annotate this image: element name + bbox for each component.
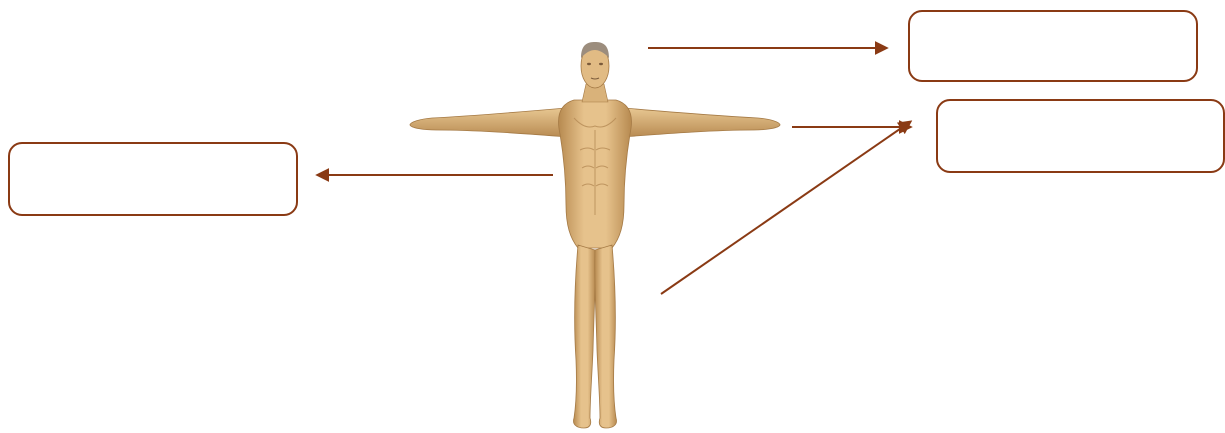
head-label-box[interactable] [908,10,1198,82]
limbs-label-box[interactable] [936,99,1225,173]
right-arm [622,108,780,137]
human-figure [410,42,780,428]
trunk-label-box[interactable] [8,142,298,216]
left-arm [410,108,568,137]
left-leg [573,245,595,428]
right-leg [595,245,617,428]
arrow-leg-pointer [661,122,910,294]
